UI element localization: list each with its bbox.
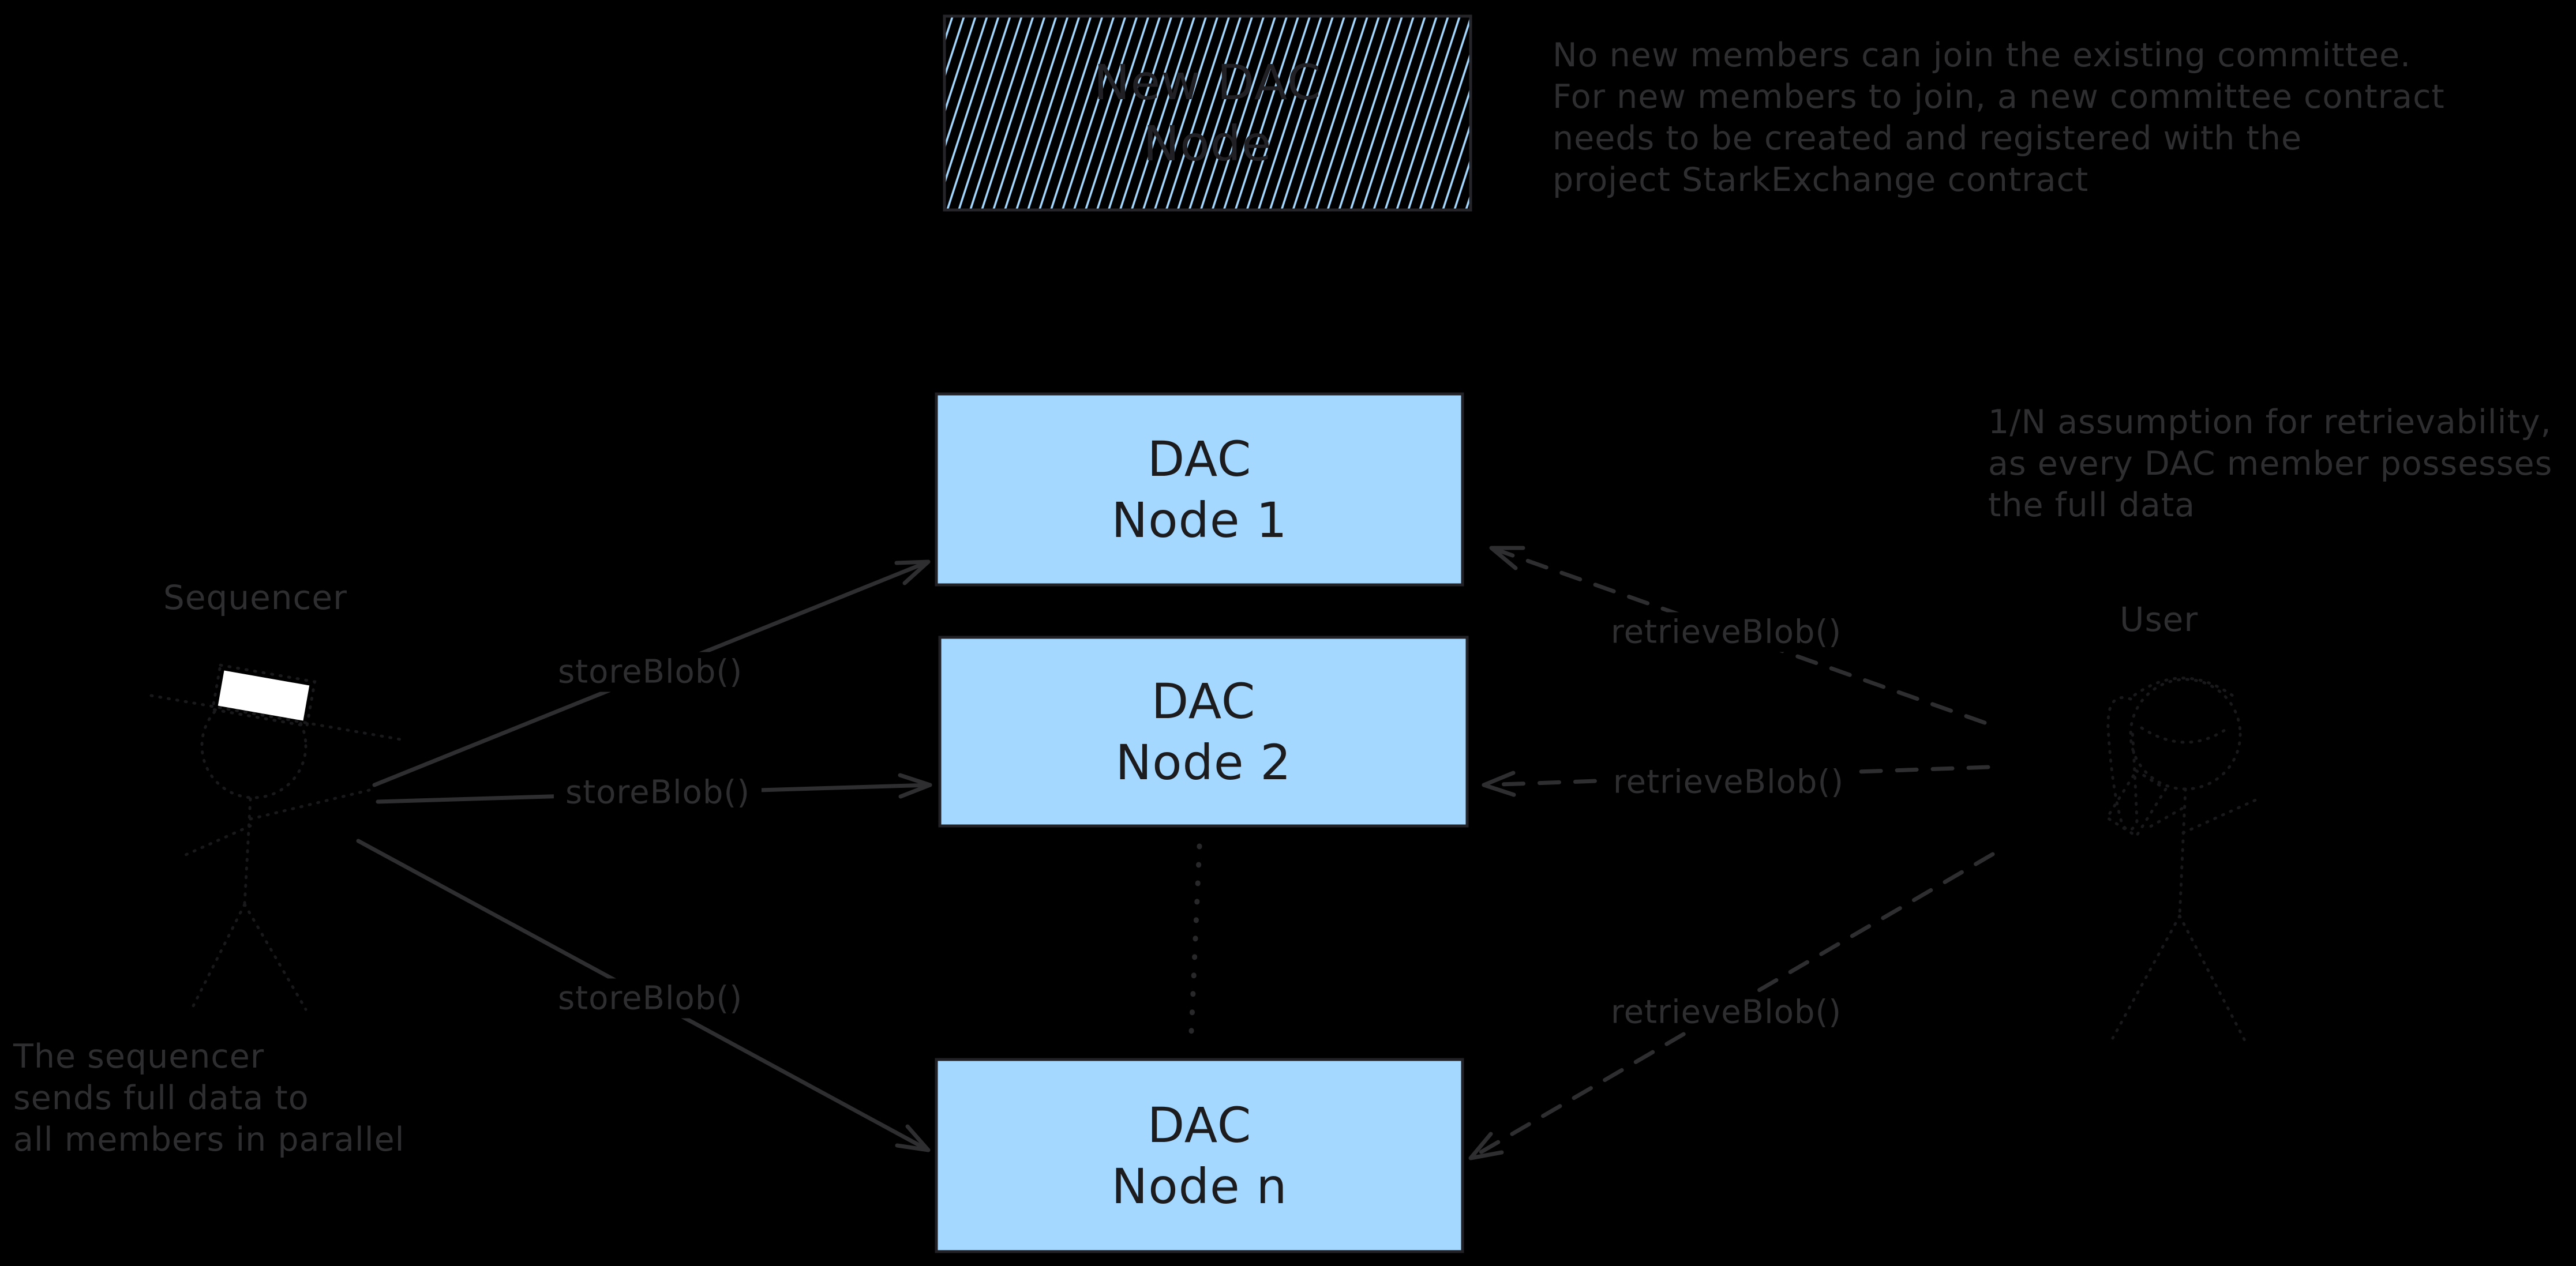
- user-figure: [2105, 677, 2259, 1043]
- dac-node-n-label: DAC Node n: [936, 1060, 1463, 1252]
- dac-node-2-label-line2: Node 2: [1115, 734, 1292, 791]
- retrieveblob-arrow-1-head: [1489, 546, 1525, 570]
- dac-node-n-label-line1: DAC: [1147, 1096, 1252, 1154]
- user-right-leg: [2178, 914, 2247, 1043]
- note-committee-line1: No new members can join the existing com…: [1553, 36, 2412, 74]
- retrieveblob-label-3: retrieveBlob(): [1599, 992, 1854, 1032]
- note-one-over-n-assumption: 1/N assumption for retrievability, as ev…: [1988, 401, 2552, 526]
- retrieveblob-arrow-2-head: [1482, 771, 1516, 797]
- new-dac-node-label-line1: New DAC: [1093, 54, 1322, 111]
- note-committee-line3: needs to be created and registered with …: [1553, 119, 2303, 157]
- user-left-arm: [2146, 807, 2184, 830]
- user-head: [2129, 678, 2242, 791]
- note-committee-line4: project StarkExchange contract: [1553, 161, 2089, 199]
- storeblob-label-3: storeBlob(): [546, 978, 755, 1019]
- dac-node-2-box: [938, 636, 1469, 828]
- new-dac-node-label: New DAC Node: [944, 16, 1471, 210]
- note-assumption-line1: 1/N assumption for retrievability,: [1988, 403, 2552, 441]
- note-sequencer-line1: The sequencer: [13, 1038, 265, 1076]
- dac-node-n-box: [935, 1058, 1464, 1253]
- sequencer-hat-brim: [149, 694, 406, 742]
- user-right-arm: [2181, 798, 2259, 835]
- sequencer-figure: [149, 663, 406, 1011]
- new-dac-node-label-line2: Node: [1143, 115, 1272, 172]
- user-label: User: [2120, 600, 2199, 639]
- storeblob-label-1: storeBlob(): [546, 652, 755, 692]
- storeblob-arrow-1-head: [894, 559, 931, 585]
- retrieveblob-label-1: retrieveBlob(): [1599, 612, 1854, 652]
- sequencer-right-leg: [243, 903, 308, 1011]
- note-assumption-line3: the full data: [1988, 486, 2196, 524]
- dac-node-n-label-line2: Node n: [1111, 1158, 1288, 1215]
- sequencer-label: Sequencer: [163, 578, 347, 617]
- sequencer-left-arm: [184, 824, 252, 856]
- dac-node-1-label: DAC Node 1: [936, 394, 1463, 585]
- user-body: [2178, 787, 2187, 918]
- sequencer-left-leg: [190, 903, 246, 1010]
- sequencer-hat: [218, 670, 310, 721]
- dac-node-1-box: [935, 392, 1464, 587]
- retrieveblob-label-2: retrieveBlob(): [1601, 762, 1856, 802]
- note-committee-restriction: No new members can join the existing com…: [1553, 35, 2445, 201]
- note-assumption-line2: as every DAC member possesses: [1988, 445, 2553, 483]
- user-hair-inner: [2140, 726, 2230, 744]
- user-hair: [2133, 677, 2239, 701]
- dac-node-1-label-line1: DAC: [1147, 430, 1252, 487]
- note-sequencer-broadcast: The sequencer sends full data to all mem…: [13, 1036, 404, 1160]
- storeblob-arrow-2-head: [898, 773, 932, 799]
- retrieveblob-arrow-3-head: [1468, 1132, 1504, 1160]
- new-dac-node-box: [943, 14, 1472, 212]
- storeblob-arrow-3-head: [895, 1124, 931, 1152]
- sequencer-body: [243, 797, 252, 906]
- note-sequencer-line3: all members in parallel: [13, 1121, 405, 1159]
- note-sequencer-line2: sends full data to: [13, 1079, 309, 1117]
- sequencer-right-arm: [249, 787, 376, 821]
- dac-node-1-label-line2: Node 1: [1111, 491, 1288, 549]
- user-ponytail: [2106, 696, 2139, 832]
- user-left-leg: [2111, 914, 2181, 1040]
- dac-node-2-label-line1: DAC: [1151, 673, 1256, 730]
- sequencer-hat-outline: [211, 663, 317, 728]
- note-committee-line2: For new members to join, a new committee…: [1553, 78, 2445, 116]
- nodes-ellipsis-dotted-line: [1188, 843, 1202, 1048]
- dac-node-2-label: DAC Node 2: [940, 637, 1467, 826]
- user-phone: [2105, 768, 2168, 839]
- storeblob-label-2: storeBlob(): [553, 772, 762, 813]
